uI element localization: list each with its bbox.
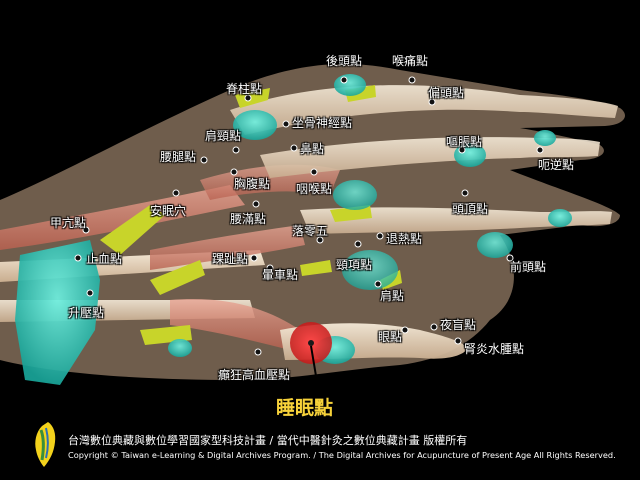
sleep-point-dot xyxy=(308,340,314,346)
dot-yaoxi xyxy=(252,200,260,208)
dot-jianjing xyxy=(232,146,240,154)
dot-yaotui xyxy=(200,156,208,164)
label-yaoxi: 腰滿點 xyxy=(230,212,267,226)
dot-jian xyxy=(374,280,382,288)
finger-middle xyxy=(260,137,600,178)
ligament-2 xyxy=(150,260,205,295)
label-zhixue: 止血點 xyxy=(86,252,123,266)
dot-anmian xyxy=(172,189,180,197)
dot-houtong xyxy=(408,76,416,84)
dot-dingtou xyxy=(461,189,469,197)
dot-huaidian xyxy=(250,254,258,262)
dot-jiakang xyxy=(82,226,90,234)
dot-yan xyxy=(401,326,409,334)
dot-qiantou xyxy=(506,254,514,262)
ligament-6 xyxy=(300,260,332,276)
label-dianku: 癲狂高血壓點 xyxy=(218,368,291,382)
ligament-3 xyxy=(235,88,270,108)
dot-tuire xyxy=(376,232,384,240)
dot-jizhu xyxy=(244,94,252,102)
label-dingtou: 頭頂點 xyxy=(452,202,489,216)
flexor-muscle-1 xyxy=(0,185,245,250)
joint-cartilage-5 xyxy=(534,130,556,146)
sleep-point-leader xyxy=(310,345,319,389)
carpal-cartilage xyxy=(15,240,100,385)
footer-copyright-en: Copyright © Taiwan e-Learning & Digital … xyxy=(68,450,616,460)
joint-cartilage-4 xyxy=(548,209,572,227)
taiwan-logo-icon xyxy=(35,422,56,467)
label-shenyan: 腎炎水腫點 xyxy=(464,342,525,356)
finger-ring xyxy=(300,207,612,234)
dot-shenyan xyxy=(454,337,462,345)
joint-cartilage-1 xyxy=(233,110,277,140)
label-yemang: 夜盲點 xyxy=(440,318,477,332)
label-luozhen: 落零五 xyxy=(292,224,329,238)
finger-index xyxy=(230,85,618,135)
label-outu: 嘔脹點 xyxy=(446,135,483,149)
joint-cartilage-7 xyxy=(342,250,398,290)
dot-eni xyxy=(536,146,544,154)
dot-jingxiang xyxy=(354,240,362,248)
label-houtou: 後頭點 xyxy=(326,54,363,68)
label-jizhu: 脊柱點 xyxy=(226,82,263,96)
label-piantou: 偏頭點 xyxy=(428,86,465,100)
dot-zhixue xyxy=(74,254,82,262)
label-yaotui: 腰腿點 xyxy=(160,150,197,164)
flexor-muscle-2 xyxy=(150,225,305,270)
label-jiakang: 甲亢點 xyxy=(50,216,87,230)
dot-yemang xyxy=(430,323,438,331)
label-yan: 眼點 xyxy=(378,330,403,344)
label-houlong: 咽喉點 xyxy=(296,182,333,196)
thenar-muscle xyxy=(170,299,300,350)
label-anmian: 安眠穴 xyxy=(150,204,187,218)
joint-cartilage-10 xyxy=(333,180,377,210)
label-huaidian: 踝趾點 xyxy=(212,252,249,266)
joint-cartilage-9 xyxy=(168,339,192,357)
dot-zuogu xyxy=(282,120,290,128)
label-yunche: 暈車點 xyxy=(262,268,299,282)
dot-houtou xyxy=(340,76,348,84)
joint-cartilage-2 xyxy=(334,74,366,96)
dot-bi xyxy=(290,144,298,152)
dot-dianku xyxy=(254,348,262,356)
label-jianjing: 肩頸點 xyxy=(205,129,242,143)
label-jingxiang: 頸項點 xyxy=(336,258,373,272)
dot-houlong xyxy=(310,168,318,176)
dot-outu xyxy=(458,146,466,154)
dot-piantou xyxy=(428,98,436,106)
joint-cartilage-6 xyxy=(477,232,513,258)
dot-luozhen xyxy=(316,236,324,244)
footer-copyright-zh: 台灣數位典藏與數位學習國家型科技計畫 / 當代中醫針灸之數位典藏計畫 版權所有 xyxy=(68,434,468,447)
label-bi: 鼻點 xyxy=(300,142,325,156)
acupoint-dots xyxy=(74,76,544,356)
dot-yunche xyxy=(266,264,274,272)
label-xiongfu: 胸腹點 xyxy=(234,177,271,191)
label-zuogu: 坐骨神經點 xyxy=(292,116,353,130)
label-eni: 呃逆點 xyxy=(538,158,575,172)
label-jian: 肩點 xyxy=(380,289,405,303)
label-houtong: 喉痛點 xyxy=(392,54,429,68)
dot-xiongfu xyxy=(230,168,238,176)
sleep-point-label: 睡眠點 xyxy=(276,397,334,419)
label-qiantou: 前頭點 xyxy=(510,260,547,274)
ligament-1 xyxy=(100,205,165,255)
label-shengya: 升壓點 xyxy=(68,306,105,320)
label-tuire: 退熱點 xyxy=(386,232,423,246)
dot-shengya xyxy=(86,289,94,297)
